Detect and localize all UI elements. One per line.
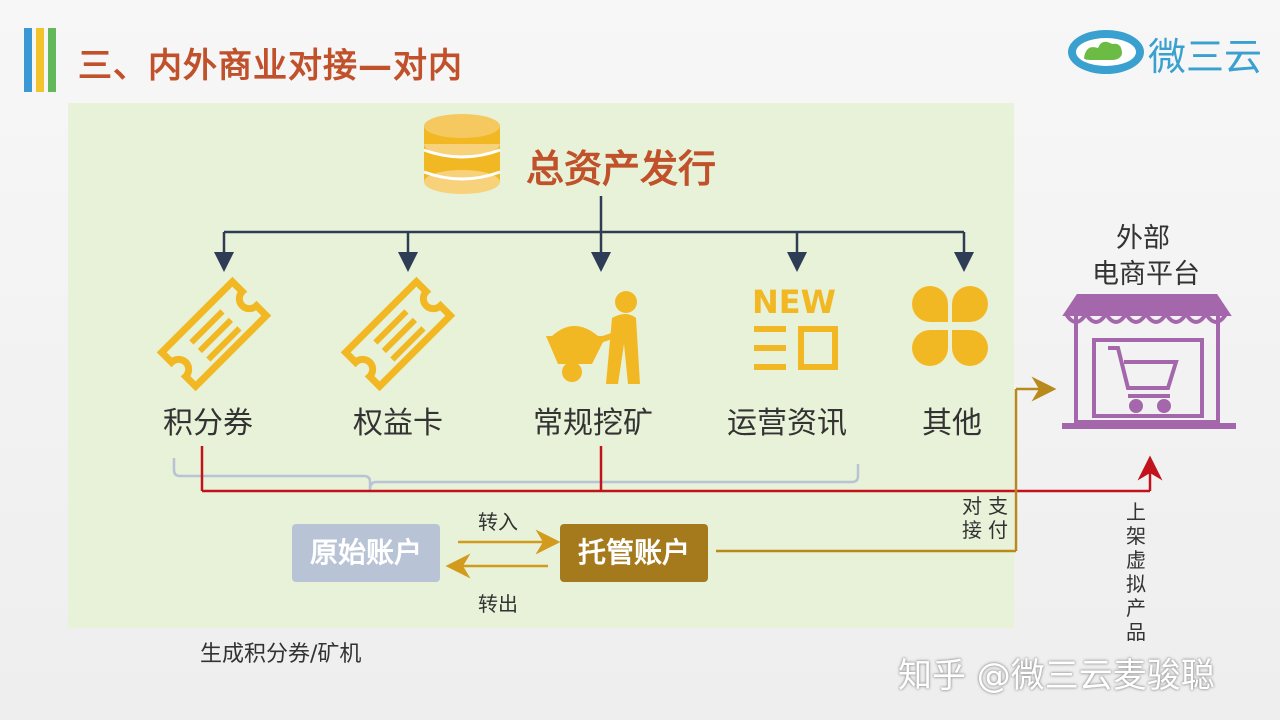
gold-flow-line <box>716 376 1057 553</box>
transfer-in-label: 转入 <box>478 510 518 534</box>
group-bracket <box>172 458 860 491</box>
category-label-operations-news: 运营资讯 <box>727 406 847 441</box>
slide-title: 三、内外商业对接—对内 <box>78 46 463 86</box>
original-account-box: 原始账户 <box>292 524 440 582</box>
custody-account-box: 托管账户 <box>560 524 708 582</box>
clover-icon <box>912 286 988 366</box>
watermark: 知乎 @微三云麦骏聪 <box>898 656 1215 696</box>
external-label-line2: 电商平台 <box>1092 259 1200 290</box>
database-icon <box>423 114 501 194</box>
payment-link-char-4: 付 <box>988 518 1008 542</box>
transfer-out-label: 转出 <box>478 592 518 616</box>
external-label-line1: 外部 <box>1116 223 1170 254</box>
card-icon <box>340 276 456 392</box>
category-label-points-coupon: 积分券 <box>163 406 253 441</box>
category-label-mining: 常规挖矿 <box>533 406 653 441</box>
total-asset-issuance: 总资产发行 <box>526 147 717 191</box>
new-badge-text: NEW <box>752 283 836 321</box>
category-label-others: 其他 <box>922 406 982 441</box>
listing-virtual-products-label: 上架虚拟产品 <box>1126 500 1146 644</box>
logo-text: 微三云 <box>1148 35 1263 79</box>
payment-link-char-1: 对 <box>962 494 982 518</box>
storefront-icon <box>1062 294 1236 429</box>
ticket-icon <box>156 276 272 392</box>
news-icon: NEW <box>752 283 838 370</box>
category-label-rights-card: 权益卡 <box>353 406 443 441</box>
footer-note: 生成积分券/矿机 <box>200 642 362 667</box>
tree-connector <box>214 196 974 272</box>
transfer-arrows <box>445 529 561 579</box>
title-accent-bars <box>24 28 64 92</box>
payment-link-char-3: 支 <box>988 494 1008 518</box>
cloud-logo-icon <box>1068 30 1144 74</box>
miner-icon <box>546 291 640 384</box>
payment-link-char-2: 接 <box>962 518 982 542</box>
red-flow-line <box>200 446 1163 493</box>
